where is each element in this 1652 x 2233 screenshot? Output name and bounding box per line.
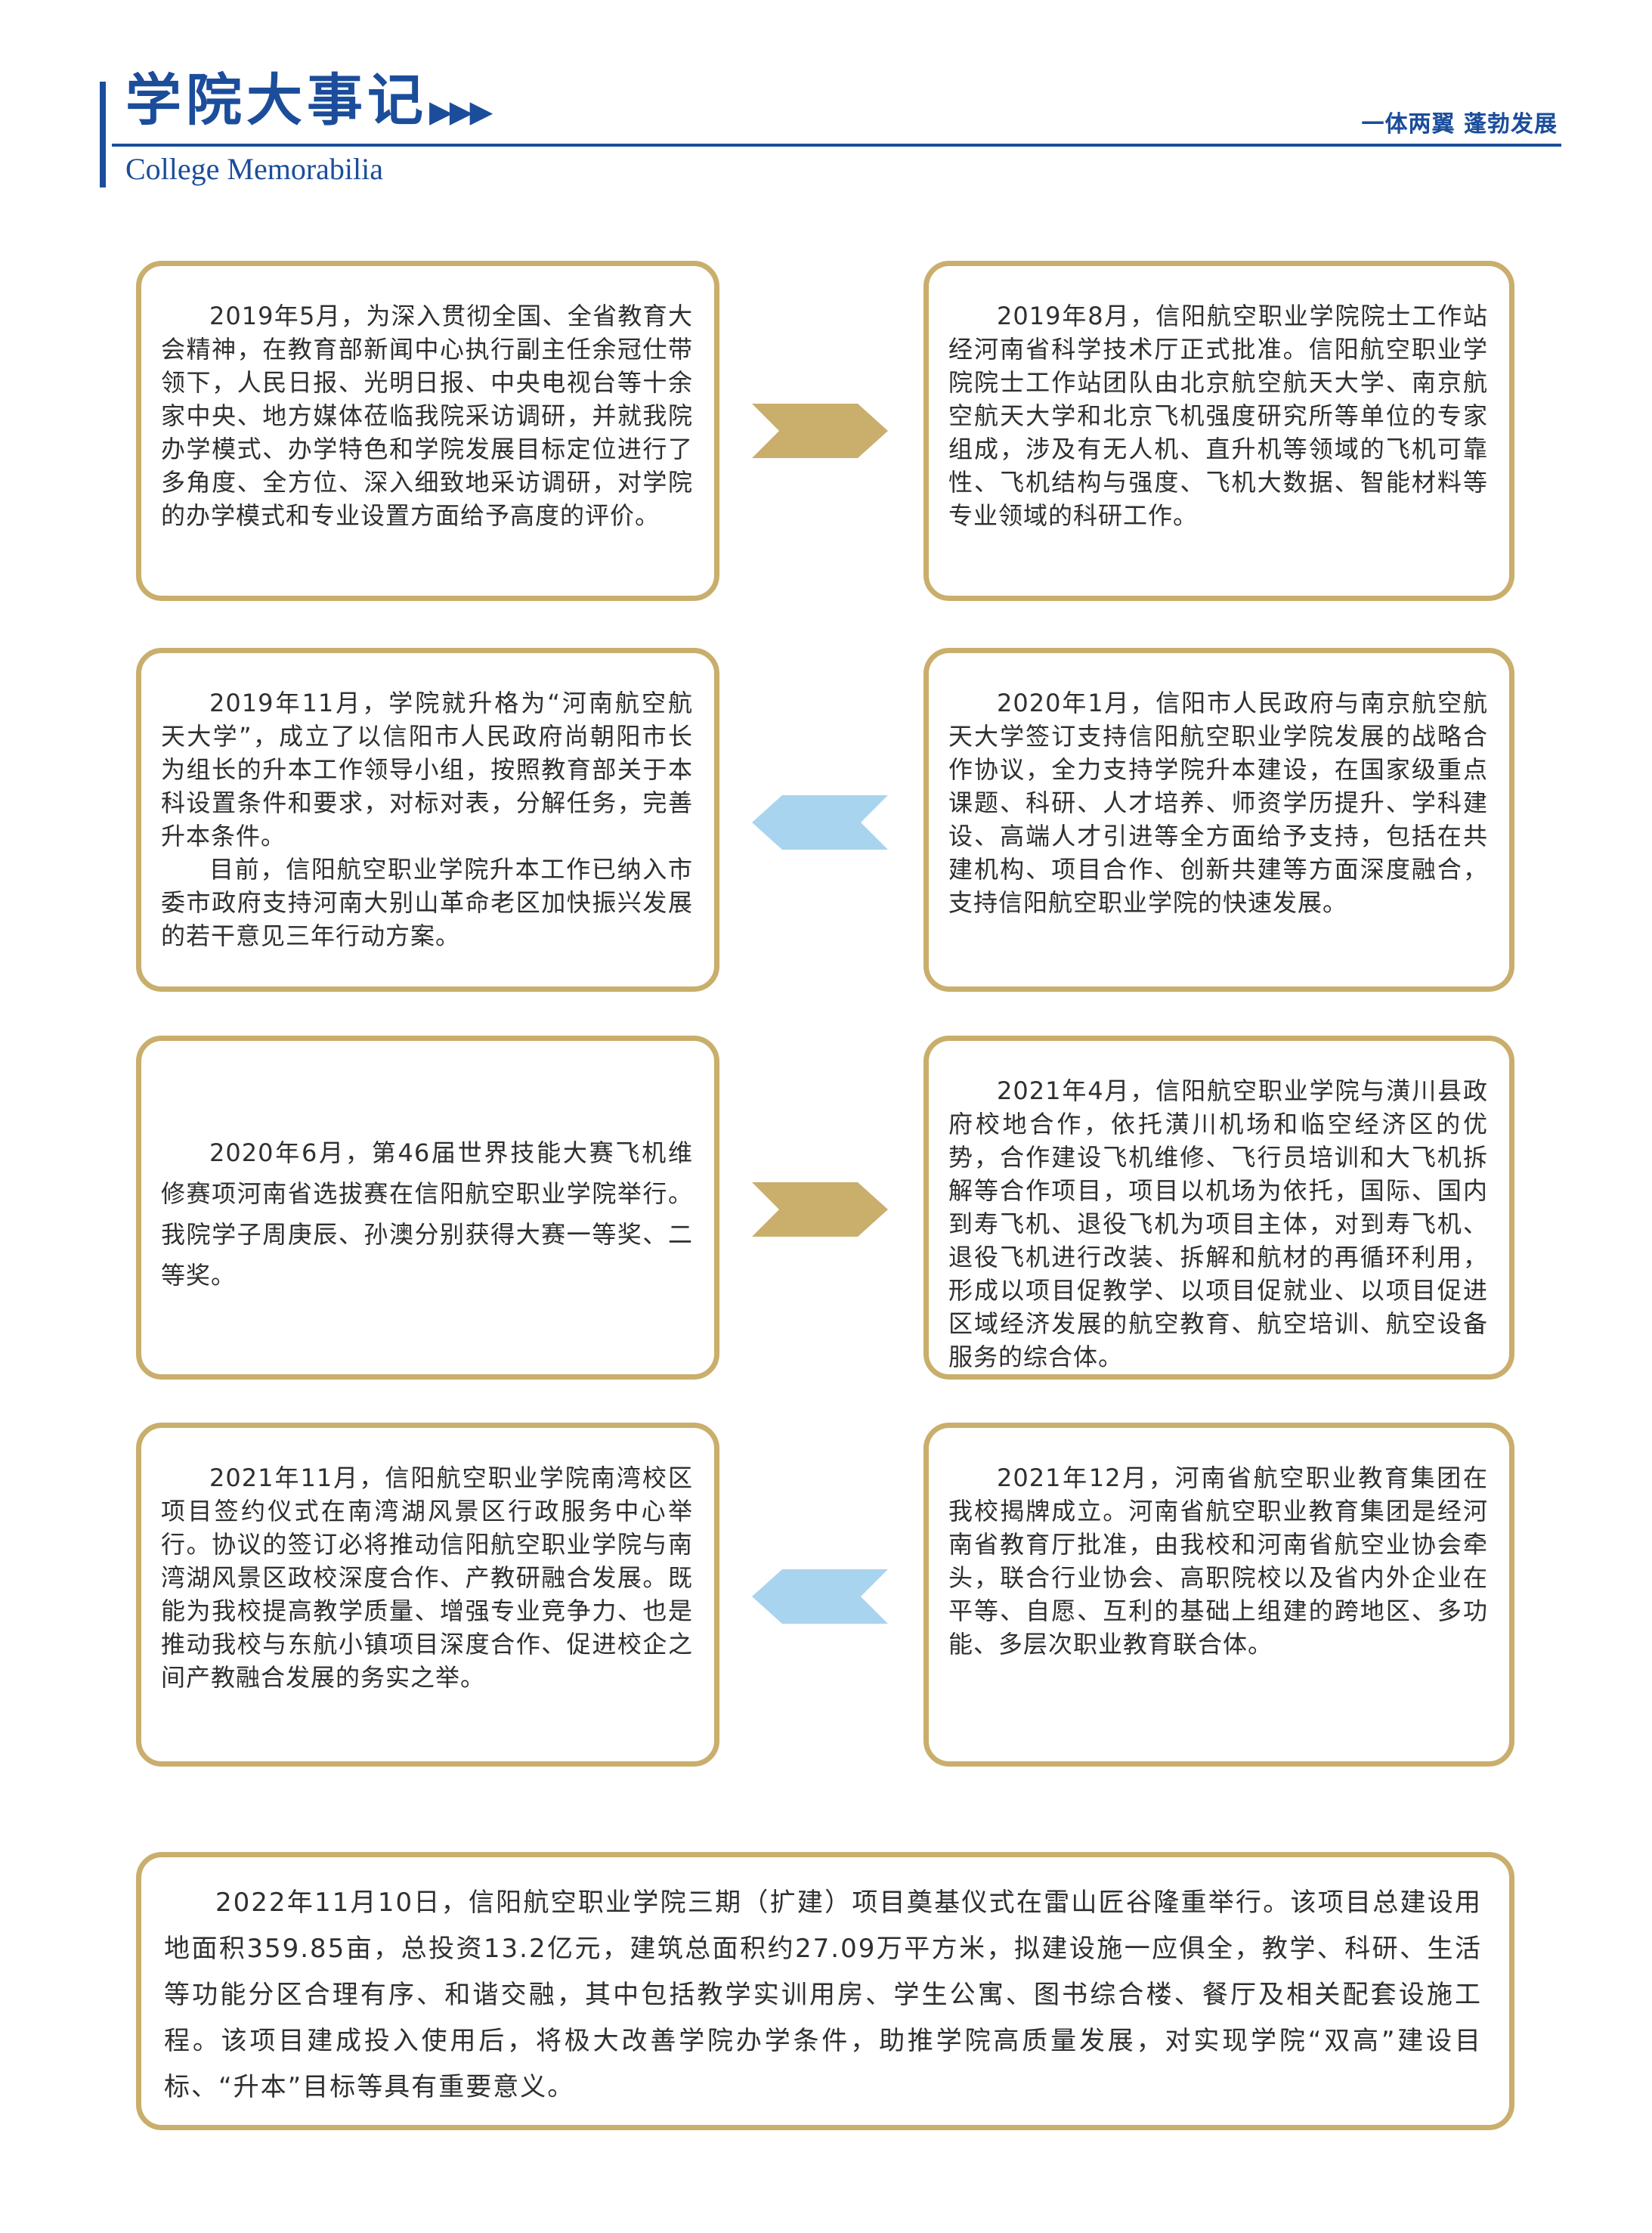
header-accent-bar (100, 82, 106, 187)
event-card-2021-04: 2021年4月，信阳航空职业学院与潢川县政府校地合作，依托潢川机场和临空经济区的… (923, 1036, 1514, 1380)
event-text: 2020年6月，第46届世界技能大赛飞机维修赛项河南省选拔赛在信阳航空职业学院举… (161, 1138, 693, 1290)
page-subtitle: College Memorabilia (125, 152, 384, 186)
header-rule (112, 144, 1561, 147)
event-card-2021-12: 2021年12月，河南省航空职业教育集团在我校揭牌成立。河南省航空职业教育集团是… (923, 1423, 1514, 1767)
event-text: 2020年1月，信阳市人民政府与南京航空航天大学签订支持信阳航空职业学院发展的战… (948, 689, 1488, 917)
event-text: 2019年11月，学院就升格为“河南航空航天大学”，成立了以信阳市人民政府尚朝阳… (161, 689, 693, 850)
event-card-2022-11: 2022年11月10日，信阳航空职业学院三期（扩建）项目奠基仪式在雷山匠谷隆重举… (136, 1852, 1514, 2130)
event-card-2019-11: 2019年11月，学院就升格为“河南航空航天大学”，成立了以信阳市人民政府尚朝阳… (136, 648, 719, 992)
event-text: 2019年5月，为深入贯彻全国、全省教育大会精神，在教育部新闻中心执行副主任余冠… (161, 302, 693, 530)
page-title: 学院大事记 (125, 68, 428, 133)
arrow-right-icon (752, 1182, 888, 1237)
event-text: 2022年11月10日，信阳航空职业学院三期（扩建）项目奠基仪式在雷山匠谷隆重举… (164, 1888, 1482, 2102)
event-text: 目前，信阳航空职业学院升本工作已纳入市委市政府支持河南大别山革命老区加快振兴发展… (161, 855, 693, 950)
event-text: 2021年11月，信阳航空职业学院南湾校区项目签约仪式在南湾湖风景区行政服务中心… (161, 1463, 693, 1692)
event-card-2020-06: 2020年6月，第46届世界技能大赛飞机维修赛项河南省选拔赛在信阳航空职业学院举… (136, 1036, 719, 1380)
event-card-2020-01: 2020年1月，信阳市人民政府与南京航空航天大学签订支持信阳航空职业学院发展的战… (923, 648, 1514, 992)
event-text: 2019年8月，信阳航空职业学院院士工作站经河南省科学技术厅正式批准。信阳航空职… (948, 302, 1488, 530)
event-text: 2021年4月，信阳航空职业学院与潢川县政府校地合作，依托潢川机场和临空经济区的… (948, 1076, 1488, 1371)
arrow-left-icon (752, 795, 888, 850)
event-card-2019-05: 2019年5月，为深入贯彻全国、全省教育大会精神，在教育部新闻中心执行副主任余冠… (136, 261, 719, 601)
title-arrows-icon: ▶▶▶ (429, 94, 493, 129)
arrow-right-icon (752, 404, 888, 458)
event-card-2021-11: 2021年11月，信阳航空职业学院南湾校区项目签约仪式在南湾湖风景区行政服务中心… (136, 1423, 719, 1767)
header-slogan: 一体两翼 蓬勃发展 (1361, 111, 1558, 138)
event-card-2019-08: 2019年8月，信阳航空职业学院院士工作站经河南省科学技术厅正式批准。信阳航空职… (923, 261, 1514, 601)
event-text: 2021年12月，河南省航空职业教育集团在我校揭牌成立。河南省航空职业教育集团是… (948, 1463, 1488, 1658)
arrow-left-icon (752, 1569, 888, 1624)
